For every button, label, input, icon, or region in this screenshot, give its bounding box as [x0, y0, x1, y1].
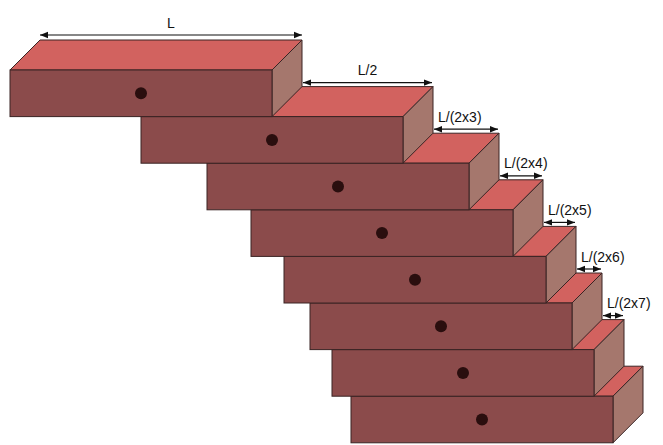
center-of-mass-dot [409, 274, 421, 286]
dimension-arrow [40, 34, 302, 35]
center-of-mass-dot [332, 181, 344, 193]
dimension-arrow [500, 175, 542, 176]
dimension-arrow [434, 129, 498, 130]
block-side [513, 180, 543, 257]
block-front [251, 210, 513, 257]
center-of-mass-dot [376, 227, 388, 239]
dimension-label: L/(2x6) [581, 250, 625, 265]
center-of-mass-dot [457, 367, 469, 379]
block [10, 40, 302, 117]
dimension-arrow [544, 222, 575, 223]
block-front [207, 163, 469, 210]
dimension-label: L/(2x5) [548, 203, 592, 218]
block-side [403, 87, 433, 164]
blocks [10, 40, 643, 443]
dimension-label: L/(2x7) [607, 296, 651, 311]
block-front [141, 117, 403, 164]
block-front [332, 350, 594, 397]
dimension-arrow [603, 315, 623, 316]
block-side [272, 40, 302, 117]
block-side [572, 273, 602, 350]
dimension-lines [40, 35, 623, 316]
center-of-mass-dot [476, 414, 488, 426]
dimension-label: L [167, 16, 175, 31]
dimension-label: L/(2x4) [504, 156, 548, 171]
block-side [613, 366, 643, 443]
block-side [469, 133, 499, 210]
block-top [10, 40, 302, 70]
center-of-mass-dot [435, 320, 447, 332]
block-front [10, 70, 272, 117]
dimension-label: L/(2x3) [438, 110, 482, 125]
block-front [310, 303, 572, 350]
block-front [284, 256, 546, 303]
center-of-mass-dot [135, 87, 147, 99]
center-of-mass-dot [266, 134, 278, 146]
block-side [594, 320, 624, 397]
dimension-label: L/2 [358, 63, 377, 78]
block-front [351, 396, 613, 443]
block-side [546, 226, 576, 303]
dimension-arrow [577, 268, 601, 269]
dimension-arrow [303, 82, 432, 83]
